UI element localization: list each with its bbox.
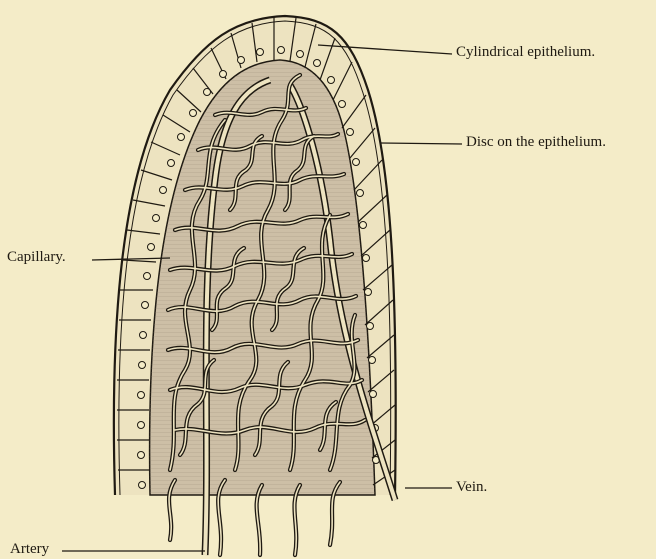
label-vein: Vein.: [456, 479, 487, 496]
label-cylindrical-epithelium: Cylindrical epithelium.: [456, 44, 595, 61]
label-artery: Artery: [10, 541, 49, 558]
leader-disc: [381, 143, 462, 144]
label-disc-on-epithelium: Disc on the epithelium.: [466, 134, 606, 151]
label-capillary: Capillary.: [7, 249, 66, 266]
